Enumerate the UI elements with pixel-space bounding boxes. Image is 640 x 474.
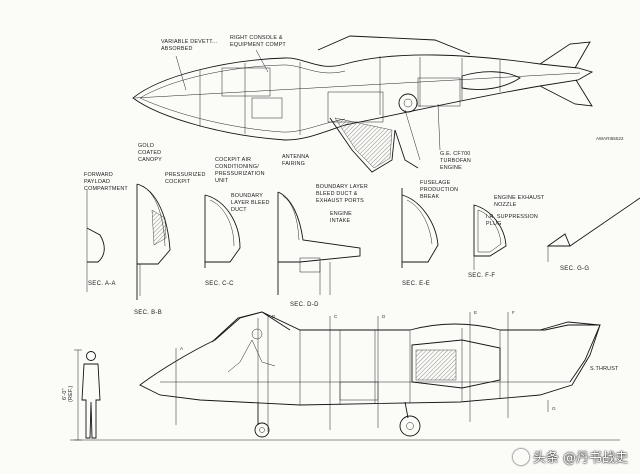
label-payload: PAYLOAD	[84, 179, 110, 185]
section-d-title: SEC. D-D	[290, 302, 319, 308]
label-intake: INTAKE	[330, 218, 350, 224]
label-absorbed: ABSORBED	[161, 46, 193, 52]
label-gold: GOLD	[138, 143, 154, 149]
station-label-f: F	[512, 310, 515, 315]
section-views: FORWARD PAYLOAD COMPARTMENT SEC. A-A GOL…	[84, 143, 640, 316]
plan-view: VARIABLE DEVETT... ABSORBED RIGHT CONSOL…	[132, 35, 624, 173]
label-cockpit-air: COCKPIT AIR	[215, 157, 251, 163]
label-thrust: S.THRUST	[590, 366, 619, 372]
label-boundary-top: BOUNDARY LAYER	[316, 184, 368, 190]
section-a-title: SEC. A-A	[88, 281, 116, 287]
label-right-console: RIGHT CONSOLE &	[230, 35, 283, 41]
label-canopy: CANOPY	[138, 157, 162, 163]
station-label-d: D	[382, 314, 386, 319]
section-f-title: SEC. F-F	[468, 273, 495, 279]
label-exhaust-ports: EXHAUST PORTS	[316, 198, 364, 204]
watermark-text: 头条 @丹书战史	[532, 451, 628, 466]
section-g-title: SEC. G-G	[560, 266, 589, 272]
station-label-g: G	[552, 406, 556, 411]
station-label-a: A	[180, 346, 184, 351]
label-engine: ENGINE	[440, 165, 462, 171]
label-engine-type: TURBOFAN	[440, 158, 471, 164]
label-break: BREAK	[420, 194, 439, 200]
label-bleed-duct: BLEED DUCT &	[316, 191, 358, 197]
label-fairing: FAIRING	[282, 161, 305, 167]
watermark-logo-icon	[512, 448, 529, 465]
section-e-title: SEC. E-E	[402, 281, 430, 287]
label-layer-bleed: LAYER BLEED	[231, 200, 270, 206]
side-view: A B C D E F G S.THRUST	[70, 310, 620, 441]
label-height: 6'-0"	[62, 388, 68, 400]
label-forward: FORWARD	[84, 172, 113, 178]
section-b-title: SEC. B-B	[134, 310, 162, 316]
station-label-e: E	[474, 310, 477, 315]
label-corner-note: AWARI55522	[596, 136, 624, 141]
label-cockpit: COCKPIT	[165, 179, 191, 185]
label-plug: PLUG	[486, 221, 501, 227]
label-height-ref: (REF.)	[68, 386, 74, 402]
label-compartment: COMPARTMENT	[84, 186, 128, 192]
label-engine-exhaust: ENGINE EXHAUST	[494, 195, 545, 201]
label-coated: COATED	[138, 150, 161, 156]
station-label-c: C	[334, 314, 338, 319]
label-conditioning: CONDITIONING/	[215, 164, 259, 170]
label-duct: DUCT	[231, 207, 247, 213]
label-pressurized: PRESSURIZED	[165, 172, 206, 178]
section-c-title: SEC. C-C	[205, 281, 234, 287]
label-production: PRODUCTION	[420, 187, 458, 193]
label-engine-word: ENGINE	[330, 211, 352, 217]
label-antenna: ANTENNA	[282, 154, 309, 160]
watermark: 头条 @丹书战史	[512, 447, 628, 466]
label-boundary-lower: BOUNDARY	[231, 193, 263, 199]
label-engine-model: G.E. CF700	[440, 151, 470, 157]
label-variable-devett: VARIABLE DEVETT...	[161, 39, 217, 45]
label-fuselage: FUSELAGE	[420, 180, 451, 186]
label-equipment-compt: EQUIPMENT COMPT	[230, 42, 286, 48]
human-scale-figure: 6'-0" (REF.)	[62, 349, 101, 441]
label-nozzle: NOZZLE	[494, 202, 517, 208]
station-label-b: B	[272, 314, 275, 319]
label-unit: UNIT	[215, 178, 229, 184]
label-pressurization: PRESSURIZATION	[215, 171, 265, 177]
label-ir-suppression: I.R. SUPPRESSION	[486, 214, 538, 220]
